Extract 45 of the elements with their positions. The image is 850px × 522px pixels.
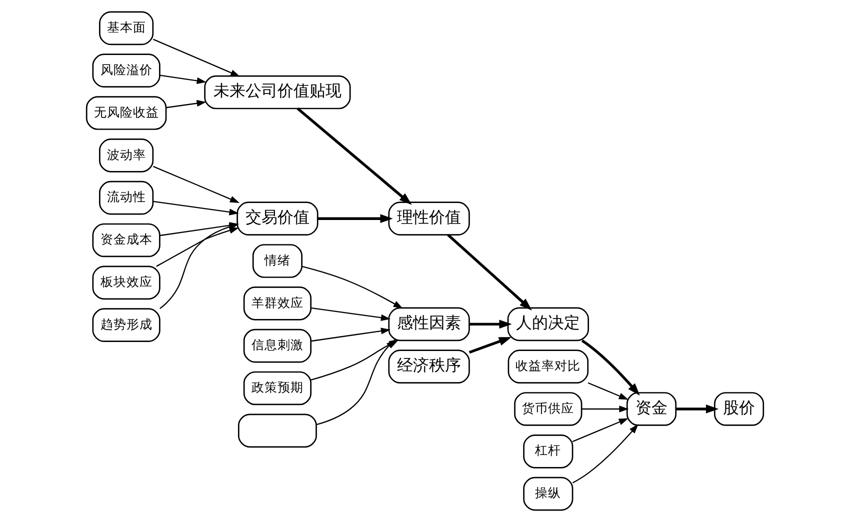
- node-box: 资金: [626, 392, 677, 426]
- node-box: 理性价值: [388, 202, 470, 236]
- node-box: 基本面: [99, 11, 154, 46]
- arrow: [153, 166, 240, 203]
- node-box: 波动率: [99, 138, 154, 172]
- arrow: [572, 424, 638, 484]
- arrow: [581, 340, 640, 396]
- arrow: [310, 328, 391, 342]
- node-box: 羊群效应: [243, 286, 312, 320]
- arrow: [469, 320, 512, 329]
- arrow: [160, 74, 206, 84]
- arrow: [468, 337, 512, 354]
- node-box: 杠杆: [523, 434, 574, 468]
- node-box: 交易价值: [236, 202, 318, 236]
- arrow: [318, 214, 393, 224]
- node-box: 无风险收益: [86, 96, 167, 130]
- node-box: 资金成本: [92, 223, 160, 258]
- arrow: [153, 38, 240, 77]
- node-box: 未来公司价值贴现: [204, 75, 351, 110]
- node-box: 收益率对比: [508, 350, 589, 384]
- arrow: [582, 406, 629, 412]
- node-box: 股价: [714, 392, 764, 426]
- node-box: 流动性: [99, 180, 154, 215]
- node-box: [238, 414, 317, 448]
- arrow: [447, 234, 532, 310]
- arrow: [302, 266, 403, 309]
- node-box: 操纵: [523, 476, 574, 511]
- node-box: 风险溢价: [92, 54, 160, 88]
- arrow: [572, 418, 628, 442]
- arrow: [676, 404, 719, 414]
- node-box: 政策预期: [243, 371, 312, 406]
- node-box: 感性因素: [388, 307, 470, 342]
- node-box: 信息刺激: [243, 328, 312, 363]
- node-box: 趋势形成: [92, 308, 160, 342]
- arrow: [588, 382, 628, 400]
- arrow: [310, 307, 391, 321]
- arrow: [316, 339, 396, 426]
- node-box: 货币供应: [514, 392, 582, 426]
- node-box: 人的决定: [507, 307, 589, 342]
- arrow: [166, 100, 206, 108]
- node-box: 情绪: [252, 244, 302, 278]
- arrow: [296, 107, 412, 205]
- arrow: [153, 200, 239, 216]
- node-box: 经济秩序: [388, 350, 470, 384]
- node-box: 板块效应: [92, 266, 160, 300]
